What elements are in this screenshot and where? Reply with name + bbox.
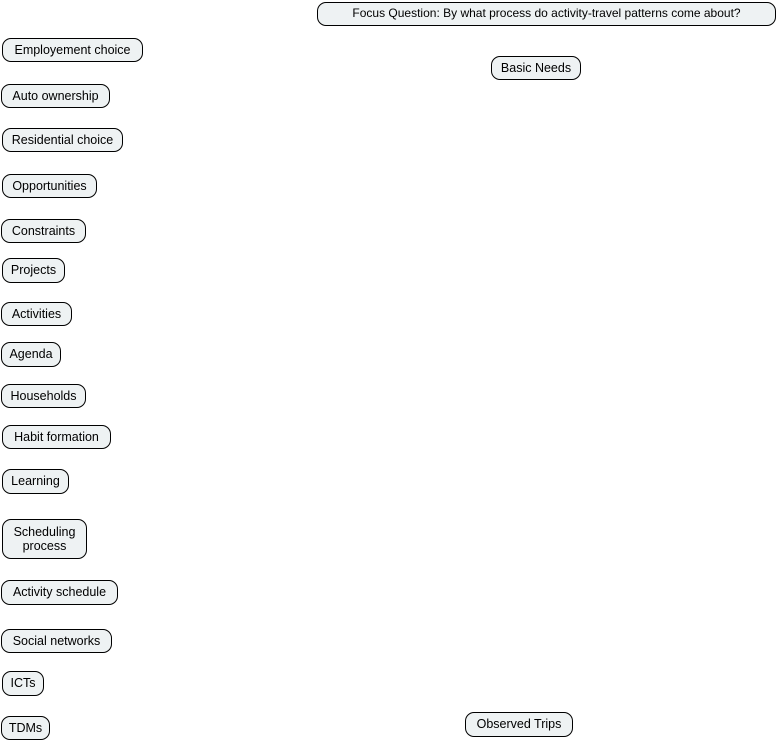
node-observed-trips: Observed Trips xyxy=(465,712,573,737)
node-learning: Learning xyxy=(2,469,69,494)
node-auto-ownership: Auto ownership xyxy=(1,84,110,108)
node-residential-choice: Residential choice xyxy=(2,128,123,152)
node-basic-needs: Basic Needs xyxy=(491,56,581,80)
node-households: Households xyxy=(1,384,86,408)
node-opportunities: Opportunities xyxy=(2,174,97,198)
node-constraints: Constraints xyxy=(1,219,86,243)
node-activities: Activities xyxy=(1,302,72,326)
node-habit-formation: Habit formation xyxy=(2,425,111,449)
node-scheduling-process: Scheduling process xyxy=(2,519,87,559)
node-tdms: TDMs xyxy=(1,716,50,740)
node-employment-choice: Employement choice xyxy=(2,38,143,62)
node-social-networks: Social networks xyxy=(1,629,112,653)
node-icts: ICTs xyxy=(2,671,44,696)
node-agenda: Agenda xyxy=(1,342,61,367)
node-focus-question: Focus Question: By what process do activ… xyxy=(317,2,776,26)
node-activity-schedule: Activity schedule xyxy=(1,580,118,605)
node-projects: Projects xyxy=(2,258,65,283)
